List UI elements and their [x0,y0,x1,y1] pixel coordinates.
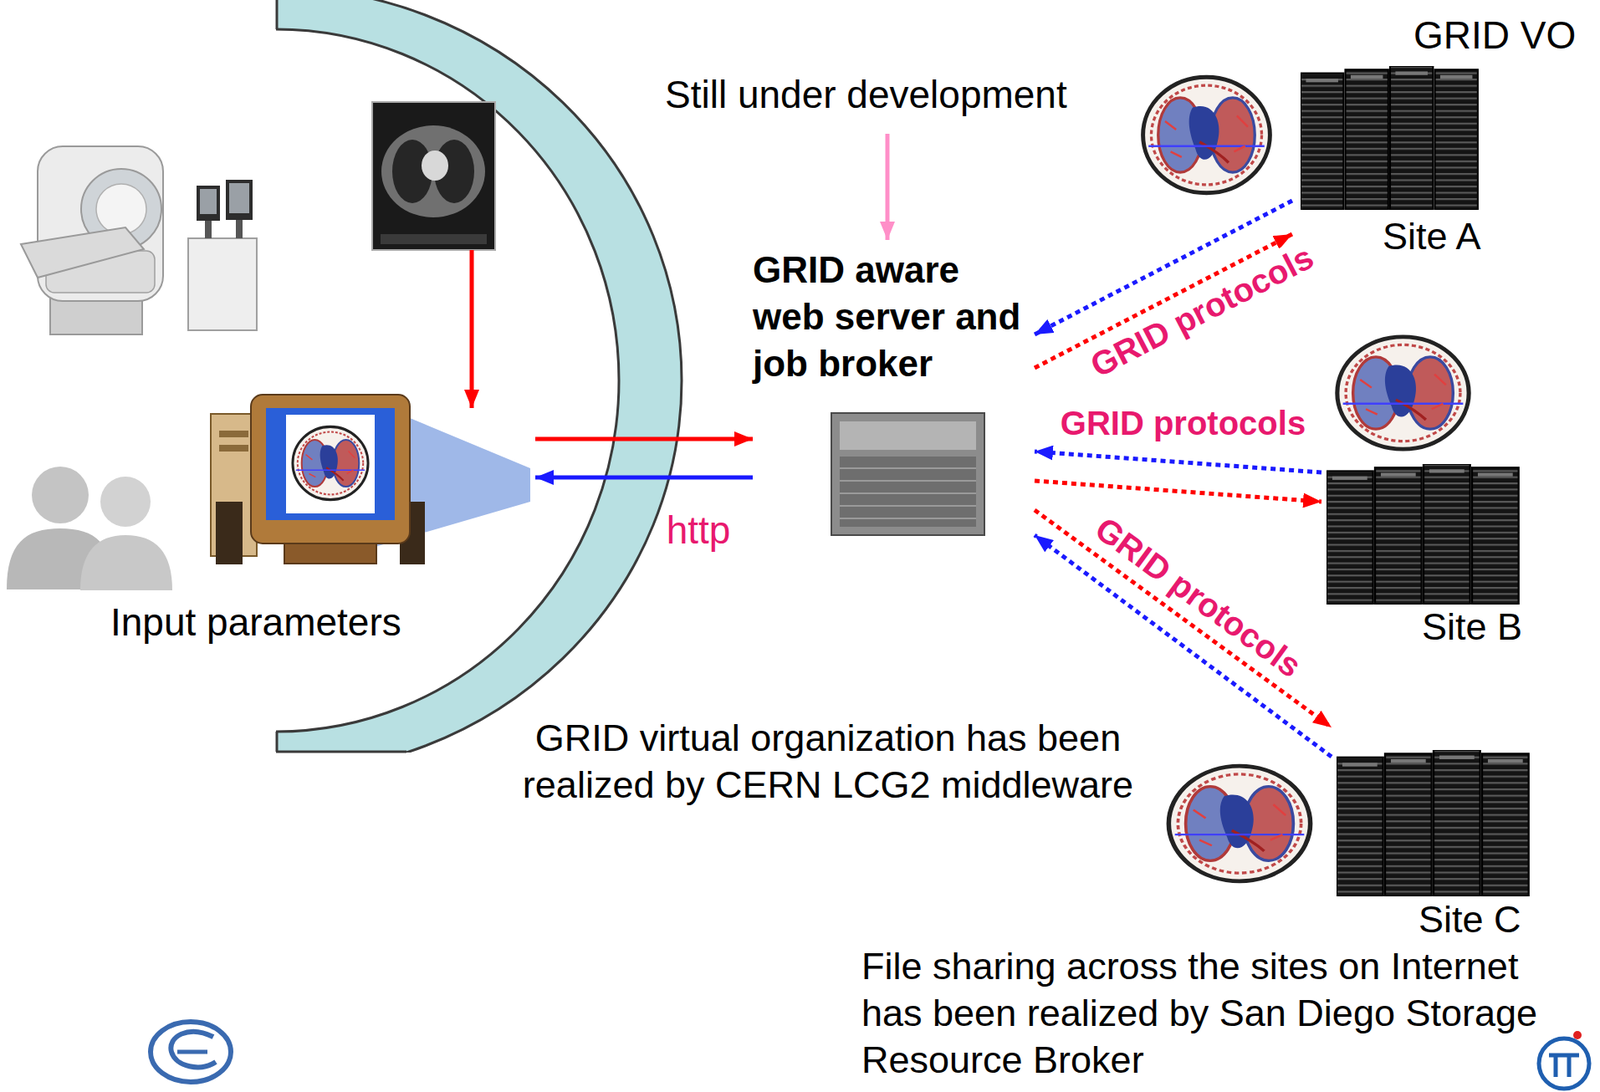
edge-label-holder: GRID protocols [1080,235,1324,389]
grid-protocol-arrow [1034,480,1322,502]
label-holder: File sharing across the sites on Interne… [861,943,1565,1084]
edge-label: GRID protocols [1080,235,1324,389]
grid-protocol-arrow [1034,510,1332,728]
region-title: GRID VO [1413,13,1576,57]
site-label: Site B [1421,605,1523,650]
node-heading: GRID aware web server and job broker [752,246,1031,388]
site-label: Site C [1418,898,1522,942]
label-holder: GRID virtual organization has been reali… [493,715,1163,809]
workstation-node: Input parameters [100,380,536,649]
site-node: Site A [1292,58,1498,264]
note-text: File sharing across the sites on Interne… [861,943,1565,1084]
site-label: Site A [1382,214,1482,259]
edge-label-holder: http [663,507,735,554]
note-text: Still under development [664,71,1068,118]
edge-label-holder: GRID protocols [1057,403,1309,444]
http-arrow [535,475,753,481]
edge-label: GRID protocols [1085,506,1313,689]
edge-label: GRID protocols [1057,403,1309,444]
edge-label-holder: GRID protocols [1085,506,1313,689]
node-label: Input parameters [110,599,402,645]
edge-label: http [663,507,735,554]
broker-node: GRID aware web server and job broker [752,246,1035,540]
grid-protocol-arrow [1034,451,1322,473]
label-holder: Still under development [664,71,1068,118]
label-holder: GRID VO [1413,13,1576,57]
site-node: Site B [1321,460,1527,653]
site-node: Site C [1331,719,1537,946]
note-text: GRID virtual organization has been reali… [493,715,1163,809]
http-arrow [535,437,753,442]
